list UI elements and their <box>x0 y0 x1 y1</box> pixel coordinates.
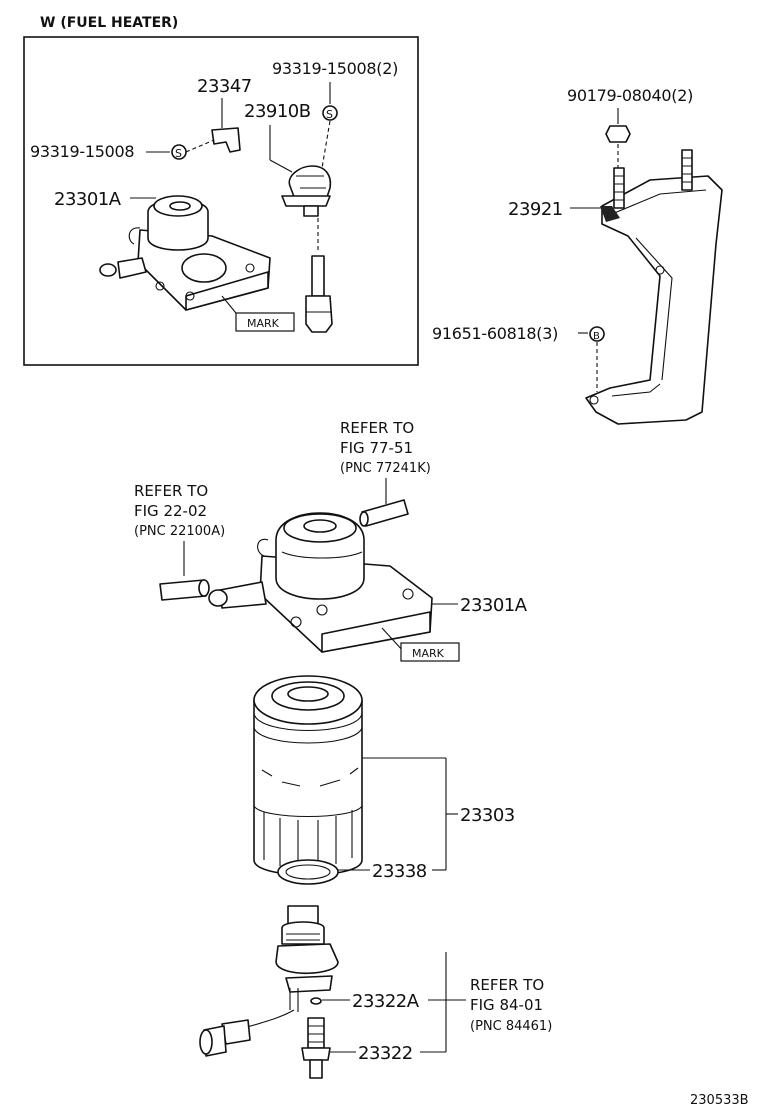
svg-text:B: B <box>593 331 600 342</box>
ref-left-line3: (PNC 22100A) <box>134 524 225 539</box>
inset-fuel-heater: W (FUEL HEATER) 23347 93319-15008(2) S 2… <box>23 15 419 366</box>
label-23910B: 23910B <box>244 101 311 122</box>
ref-right-line3: (PNC 77241K) <box>340 461 431 476</box>
label-23303: 23303 <box>460 805 515 826</box>
sensor-probe-part <box>311 255 325 297</box>
label-23301A-inset: 23301A <box>54 189 122 210</box>
filter-head-inset-part <box>99 195 271 311</box>
label-23347: 23347 <box>197 76 252 97</box>
ref-sensor-line1: REFER TO <box>470 976 544 994</box>
label-93319-15008-2: 93319-15008(2) <box>272 59 398 78</box>
bracket-23921-part <box>585 149 723 425</box>
filter-head-main-part <box>208 512 433 653</box>
ref-left-line2: FIG 22-02 <box>134 502 207 520</box>
nut-part <box>605 125 631 143</box>
label-23301A-main: 23301A <box>460 595 528 616</box>
sensor-connector-part <box>305 295 333 333</box>
dash-screw-top <box>321 120 331 169</box>
mark-label-main: MARK <box>412 647 445 660</box>
water-sensor-assembly-part <box>199 905 339 1057</box>
filter-cartridge-part <box>253 675 363 876</box>
label-23322A: 23322A <box>352 991 420 1012</box>
mark-box-inset <box>235 312 295 332</box>
oring-part <box>310 997 322 1005</box>
mark-label-inset: MARK <box>247 317 280 330</box>
label-23322: 23322 <box>358 1043 413 1064</box>
svg-text:S: S <box>326 108 333 121</box>
main-assembly: REFER TO FIG 77-51 (PNC 77241K) REFER TO… <box>134 419 552 1079</box>
inset-title: W (FUEL HEATER) <box>40 15 178 31</box>
ref-sensor-line3: (PNC 84461) <box>470 1019 552 1034</box>
gasket-part <box>277 859 339 885</box>
label-91651-60818-3: 91651-60818(3) <box>432 324 558 343</box>
svg-text:S: S <box>175 147 182 160</box>
ref-right-line2: FIG 77-51 <box>340 439 413 457</box>
bracket-group: 90179-08040(2) 23921 91651-60818(3) B <box>432 86 723 425</box>
screw-top-part <box>322 105 338 121</box>
ref-left-line1: REFER TO <box>134 482 208 500</box>
bolt-part <box>589 326 605 342</box>
figure-id: 230533B <box>690 1093 749 1108</box>
label-93319-15008: 93319-15008 <box>30 142 134 161</box>
sensor-23322-part <box>301 1017 331 1079</box>
label-23921: 23921 <box>508 199 563 220</box>
inset-frame <box>23 36 419 366</box>
label-90179-08040-2: 90179-08040(2) <box>567 86 693 105</box>
mark-box-main <box>400 642 460 662</box>
hose-right-part <box>361 499 409 527</box>
ref-sensor-line2: FIG 84-01 <box>470 996 543 1014</box>
ref-right-line1: REFER TO <box>340 419 414 437</box>
clip-bracket-part <box>211 127 241 153</box>
label-23338: 23338 <box>372 861 427 882</box>
